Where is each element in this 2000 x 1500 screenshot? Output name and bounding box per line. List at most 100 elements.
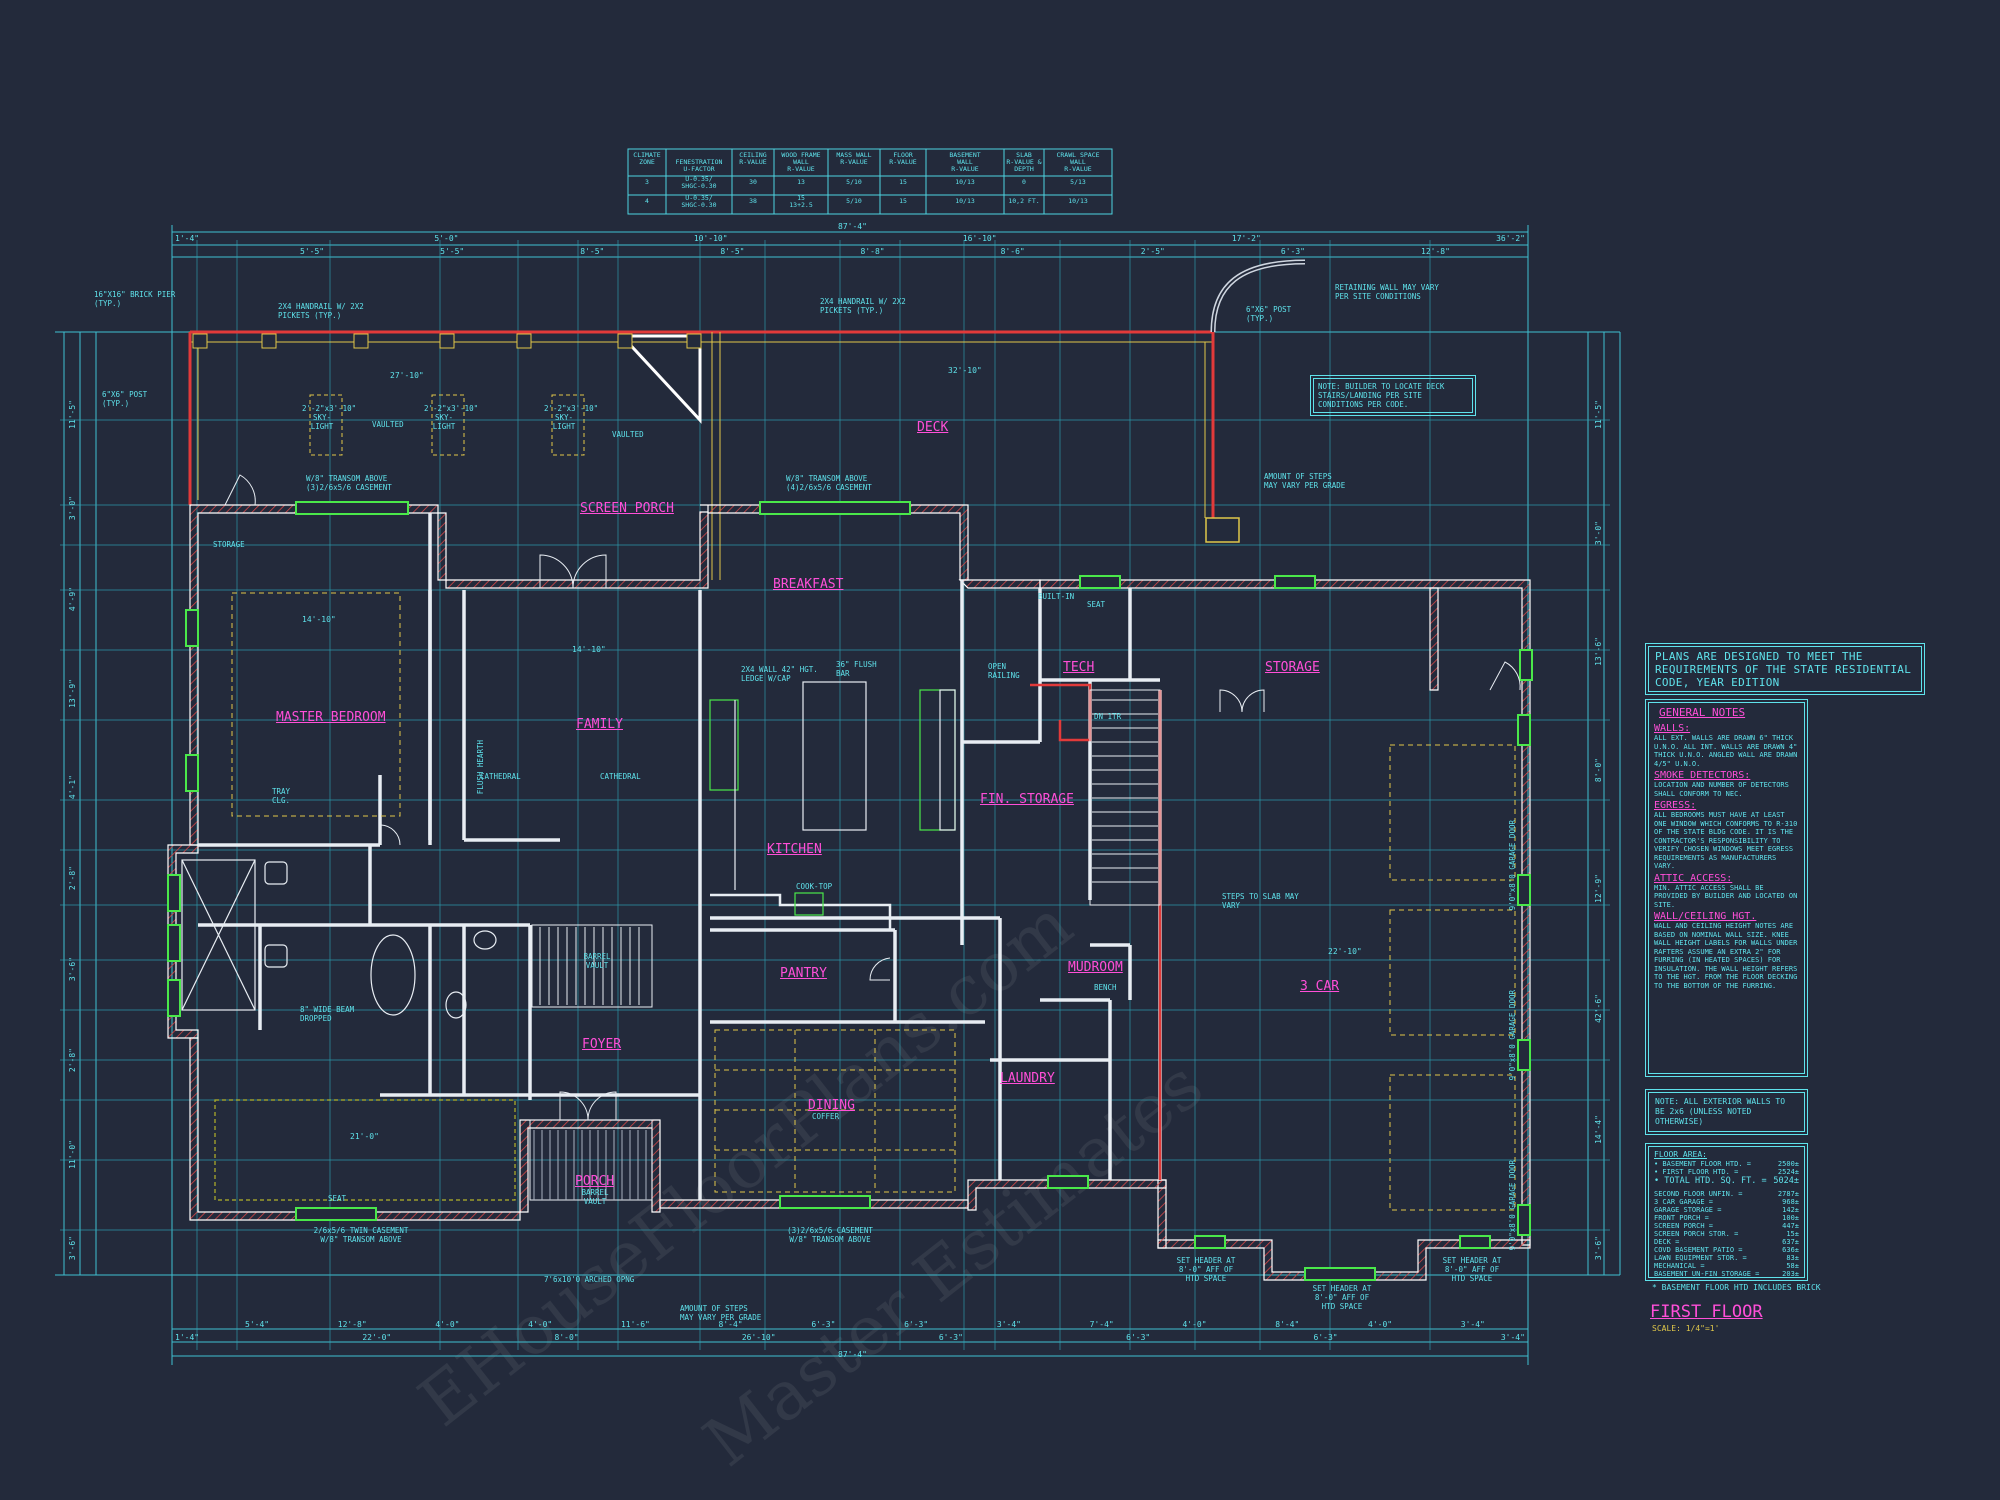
dimension-label: 12'-9": [1594, 873, 1603, 903]
climate-cell: 15: [899, 178, 907, 186]
note-skylight-3: 2'-2"x3'-10" SKY-LIGHT: [544, 404, 599, 431]
dimension-label: 6'-3": [904, 1320, 929, 1329]
climate-header-cell: R-VALUE: [951, 165, 978, 173]
climate-cell: 30: [749, 178, 757, 186]
dim-garage: 22'-10": [1328, 947, 1362, 956]
floor-area-value: 447±: [1782, 1222, 1799, 1230]
climate-header-cell: DEPTH: [1014, 165, 1034, 173]
climate-header-cell: WALL: [1070, 158, 1086, 166]
climate-header-cell: WALL: [793, 158, 809, 166]
dimension-label: 10'-10": [693, 234, 728, 243]
note-on-tr: DN 1TR: [1094, 712, 1122, 721]
room-screen-porch: SCREEN PORCH: [580, 501, 674, 516]
dimension-label: 5'-0": [434, 234, 459, 243]
climate-header-cell: MASS WALL: [836, 151, 871, 159]
dimension-label: 11'-5": [1594, 400, 1603, 429]
dim-porch-width: 27'-10": [390, 371, 424, 380]
dims-bottom-row-2: 1'-4"22'-0"8'-0"26'-10"6'-3"6'-3"6'-3"3'…: [175, 1333, 1525, 1342]
general-notes-sections: WALLS:ALL EXT. WALLS ARE DRAWN 6" THICK …: [1649, 723, 1804, 990]
note-post-right: 6"X6" POST (TYP.): [1246, 305, 1292, 323]
dim-overall-bottom: 87'-4": [838, 1350, 867, 1359]
note-cooktop: COOK-TOP: [796, 882, 833, 891]
dimension-label: 6'-3": [1313, 1333, 1338, 1342]
notes-heading: EGRESS:: [1654, 800, 1697, 811]
climate-cell: 5/10: [846, 178, 862, 186]
climate-cell: SHGC-0.30: [681, 201, 716, 209]
dim-master: 14'-10": [302, 615, 336, 624]
code-banner: PLANS ARE DESIGNED TO MEET THE REQUIREME…: [1645, 643, 1925, 695]
note-tray-clg: TRAY CLG.: [272, 787, 291, 805]
dimension-label: 3'-4": [996, 1320, 1021, 1329]
dimension-label: 3'-6": [68, 1235, 77, 1260]
exterior-walls: [167, 504, 1531, 1281]
dimension-label: 3'-6": [1594, 1235, 1603, 1260]
note-storage-small: STORAGE: [213, 540, 245, 549]
dimension-label: 4'-1": [68, 774, 77, 799]
floor-area-value: 58±: [1786, 1262, 1799, 1270]
climate-header-cell: R-VALUE: [1064, 165, 1091, 173]
general-notes: GENERAL NOTES WALLS:ALL EXT. WALLS ARE D…: [1645, 699, 1808, 1077]
dimension-label: 22'-0": [362, 1333, 392, 1342]
interior-walls: [198, 513, 1162, 1200]
windows: [167, 501, 1533, 1281]
dimension-label: 3'-4": [1460, 1320, 1485, 1329]
climate-cell: 0: [1022, 178, 1026, 186]
room-mudroom: MUDROOM: [1068, 960, 1123, 975]
dimension-label: 4'-0": [528, 1320, 553, 1329]
note-arched: 7'6x10'0 ARCHED OPNG: [544, 1275, 635, 1284]
climate-header-cell: CEILING: [739, 151, 766, 159]
climate-header-cell: R-VALUE: [840, 158, 867, 166]
climate-header-cell: WOOD FRAME: [781, 151, 820, 159]
notes-body: MIN. ATTIC ACCESS SHALL BE PROVIDED BY B…: [1654, 883, 1798, 909]
dimension-label: 5'-5": [300, 247, 325, 256]
climate-header-cell: BASEMENT: [949, 151, 980, 159]
room-laundry: LAUNDRY: [1000, 1071, 1055, 1086]
room-family: FAMILY: [576, 717, 623, 732]
climate-header-cell: WALL: [957, 158, 973, 166]
dimension-label: 13'-6": [1594, 636, 1603, 666]
climate-cell: 10/13: [955, 197, 975, 205]
note-casement-bottom: (3)2/6x5/6 CASEMENT W/8" TRANSOM ABOVE: [787, 1226, 873, 1244]
dimension-label: 8'-0": [554, 1333, 579, 1342]
floor-area-row: FRONT PORCH =100±: [1654, 1214, 1799, 1222]
dimension-label: 6'-3": [811, 1320, 836, 1329]
note-barrel-vault-1: BARREL VAULT: [583, 952, 611, 970]
climate-cell: SHGC-0.30: [681, 182, 716, 190]
dimension-label: 7'-4": [1089, 1320, 1114, 1329]
floor-area-row: COVD BASEMENT PATIO =636±: [1654, 1246, 1799, 1254]
dimension-label: 8'-0": [1594, 757, 1603, 782]
note-garage-door-2: 9'0"x8'0 GARAGE DOOR: [1508, 990, 1517, 1081]
dimension-label: 3'-6": [68, 957, 77, 982]
floor-area-label: FRONT PORCH =: [1654, 1214, 1709, 1222]
dimension-label: 8'-4": [718, 1320, 743, 1329]
dimension-label: 14'-4": [1594, 1115, 1603, 1144]
dim-overall-top: 87'-4": [838, 222, 867, 231]
ext-wall-note-text: NOTE: ALL EXTERIOR WALLS TO BE 2x6 (UNLE…: [1655, 1097, 1786, 1126]
dimension-label: 2'-5": [1140, 247, 1165, 256]
climate-header-cell: R-VALUE: [787, 165, 814, 173]
climate-cell: 15: [899, 197, 907, 205]
dimension-label: 6'-3": [938, 1333, 963, 1342]
climate-header-cell: FENESTRATION: [676, 158, 723, 166]
climate-cell: 5/13: [1070, 178, 1086, 186]
floor-area-label: • TOTAL HTD. SQ. FT. =: [1654, 1176, 1767, 1186]
climate-header-cell: ZONE: [639, 158, 655, 166]
code-banner-text: PLANS ARE DESIGNED TO MEET THE REQUIREME…: [1655, 650, 1912, 689]
notes-body: ALL BEDROOMS MUST HAVE AT LEAST ONE WIND…: [1654, 811, 1798, 870]
dimension-label: 12'-8": [337, 1320, 367, 1329]
floor-area-value: 142±: [1782, 1206, 1799, 1214]
room-fin-storage: FIN. STORAGE: [980, 792, 1074, 807]
climate-cell: 13+2.5: [789, 201, 813, 209]
dimension-label: 8'-4": [1275, 1320, 1300, 1329]
dimension-label: 13'-9": [68, 678, 77, 708]
climate-header-cell: CRAWL SPACE: [1056, 151, 1099, 159]
floor-area-value: 83±: [1786, 1254, 1799, 1262]
dimension-label: 4'-0": [1368, 1320, 1393, 1329]
dimension-label: 5'-5": [440, 247, 465, 256]
climate-cell: 3: [645, 178, 649, 186]
note-barrel-vault-2: BARREL VAULT: [581, 1188, 609, 1206]
note-set-header-2: SET HEADER AT 8'-0" AFF OF HTD SPACE: [1312, 1284, 1372, 1311]
note-transom-2: W/8" TRANSOM ABOVE (4)2/6x5/6 CASEMENT: [786, 474, 872, 492]
dimension-label: 1'-4": [175, 1333, 200, 1342]
